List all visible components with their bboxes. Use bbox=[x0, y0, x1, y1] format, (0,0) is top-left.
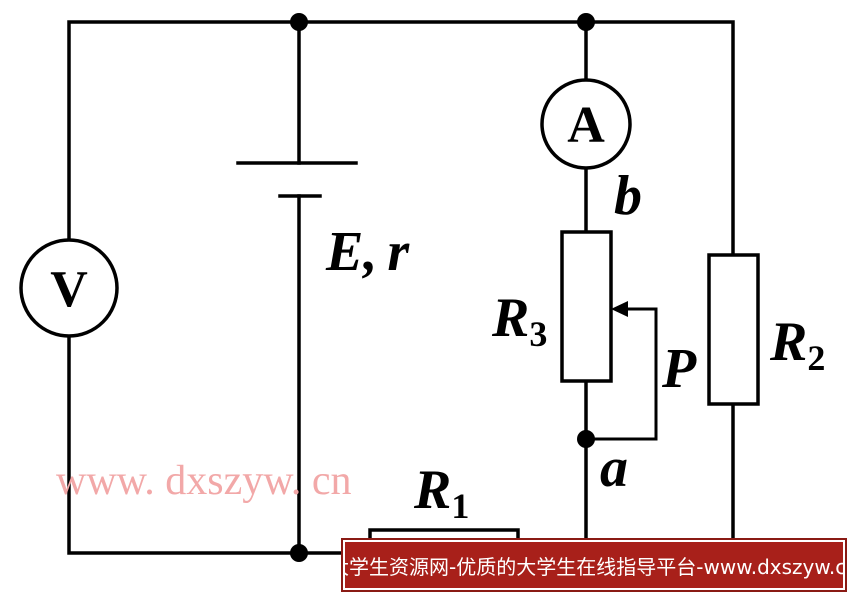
footer-banner[interactable]: 大学生资源网-优质的大学生在线指导平台-www.dxszyw.cn bbox=[329, 538, 853, 592]
voltmeter bbox=[19, 238, 119, 338]
top-wire bbox=[67, 20, 735, 257]
node-a bbox=[577, 430, 595, 448]
r1-label: R1 bbox=[413, 459, 469, 526]
resistor-r3 bbox=[560, 230, 613, 383]
slider-arrowhead bbox=[611, 301, 628, 317]
emf-r: r bbox=[387, 221, 410, 283]
watermark-text: www. dxszyw. cn bbox=[56, 458, 352, 504]
r1-label-main: R bbox=[413, 459, 451, 521]
node-top-battery bbox=[290, 13, 308, 31]
r2-label: R2 bbox=[769, 311, 825, 378]
slider-p-label: P bbox=[661, 338, 697, 400]
ammeter bbox=[540, 78, 632, 170]
voltmeter-label: V bbox=[50, 261, 88, 318]
emf-label: E,r bbox=[325, 221, 410, 283]
emf-e: E bbox=[325, 221, 363, 283]
ammeter-label: A bbox=[567, 97, 605, 154]
r3-label-main: R bbox=[491, 287, 529, 349]
bottom-wire bbox=[67, 335, 372, 555]
r3-label-sub: 3 bbox=[529, 314, 547, 354]
r1-label-sub: 1 bbox=[451, 486, 469, 526]
resistor-r2 bbox=[707, 253, 760, 406]
r2-label-main: R bbox=[769, 311, 807, 373]
slider-wire bbox=[586, 307, 658, 441]
emf-comma: , bbox=[361, 221, 377, 283]
r3-label: R3 bbox=[491, 287, 547, 354]
point-a-label: a bbox=[600, 437, 628, 499]
r2-label-sub: 2 bbox=[807, 338, 825, 378]
node-top-ammeter bbox=[577, 13, 595, 31]
point-b-label: b bbox=[614, 165, 642, 227]
node-bottom-battery bbox=[290, 544, 308, 562]
banner-text: 大学生资源网-优质的大学生在线指导平台-www.dxszyw.cn bbox=[329, 554, 853, 579]
